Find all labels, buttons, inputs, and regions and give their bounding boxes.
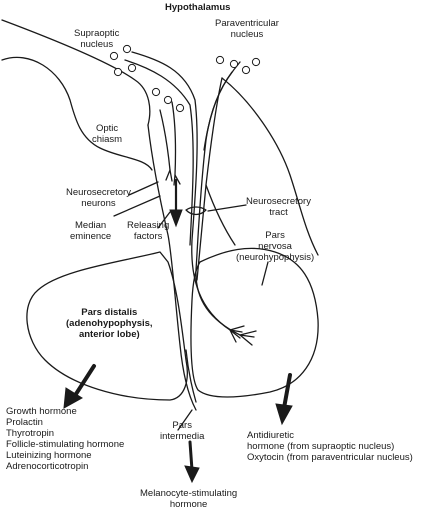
neuron-cell-icon [113,67,123,77]
list-item: Antidiuretic [247,430,294,441]
leader-line [113,195,161,217]
list-item: hormone (from supraoptic nucleus) [247,441,395,452]
pars-intermedia-outline [185,349,197,403]
tract-fiber [171,101,177,176]
axon-terminal [239,330,257,346]
label-median-eminence: Median eminence [70,220,112,242]
list-item: Adrenocorticotropin [6,461,89,472]
neuron-cell-icon [109,51,119,61]
neuron-cell-icon [215,55,225,65]
list-item: Oxytocin (from paraventricular nucleus) [247,452,413,463]
arrow-head [63,387,83,409]
msh-arrow [188,440,194,472]
tract-fiber [124,59,194,246]
neuron-cell-icon [127,63,137,73]
axon-terminal [165,169,181,186]
hypothalamus-outline [1,19,151,126]
infundibulum-right-wall [205,184,236,246]
neurosecretory-tract-band [185,206,207,216]
label-hypothalamus: Hypothalamus [165,2,231,13]
anterior-hormones-arrow [74,364,96,396]
tract-fiber [159,109,171,171]
list-item: Follicle-stimulating hormone [6,439,125,450]
leader-line [128,181,159,196]
neuron-cell-icon [122,44,132,54]
arrow-head [169,209,183,228]
list-item: Luteinizing hormone [6,450,92,461]
arrow-head [184,465,200,484]
right-contour [221,77,319,256]
label-pars-distalis: Pars distalis (adenohypophysis, anterior… [66,307,153,340]
leader-line [157,211,171,229]
list-item: Thyrotropin [6,428,55,439]
neuron-cell-icon [175,103,185,113]
leader-line [261,261,269,286]
label-melanocyte-stimulating-hormone: Melanocyte-stimulating hormone [140,488,238,510]
neuron-cell-icon [229,59,239,69]
label-neurosecretory-tract: Neurosecretory tract [246,196,311,218]
anterior-hormone-list: Growth hormone Prolactin Thyrotropin Fol… [6,406,124,472]
leader-line [207,204,247,212]
optic-chiasm-outline [1,56,153,171]
label-optic-chiasm: Optic chiasm [92,123,123,145]
list-item: Growth hormone [6,406,77,417]
pars-nervosa-outline [190,247,319,398]
label-paraventricular-nucleus: Paraventricular nucleus [215,18,279,40]
arrow-head [275,403,293,426]
posterior-hormones-arrow [282,373,292,410]
tract-fiber [203,71,233,151]
neuron-cell-icon [151,87,161,97]
pars-distalis-outline [26,251,188,401]
leader-line [177,409,193,431]
neuron-cell-icon [251,57,261,67]
tract-fiber [195,61,241,336]
infundibulum-left-wall [147,124,197,411]
axon-terminal [229,325,245,343]
neuron-cell-icon [241,65,251,75]
list-item: Prolactin [6,417,43,428]
posterior-hormone-list: Antidiuretic hormone (from supraoptic nu… [247,430,413,463]
label-releasing-factors: Releasing factors [127,220,170,242]
label-supraoptic-nucleus: Supraoptic nucleus [74,28,120,50]
hypothalamus-right-outline [196,77,223,281]
label-pars-intermedia: Pars intermedia [160,420,205,442]
neuron-cell-icon [163,95,173,105]
label-neurosecretory-neurons: Neurosecretory neurons [66,187,131,209]
label-pars-nervosa: Pars nervosa (neurohypophysis) [236,230,315,263]
